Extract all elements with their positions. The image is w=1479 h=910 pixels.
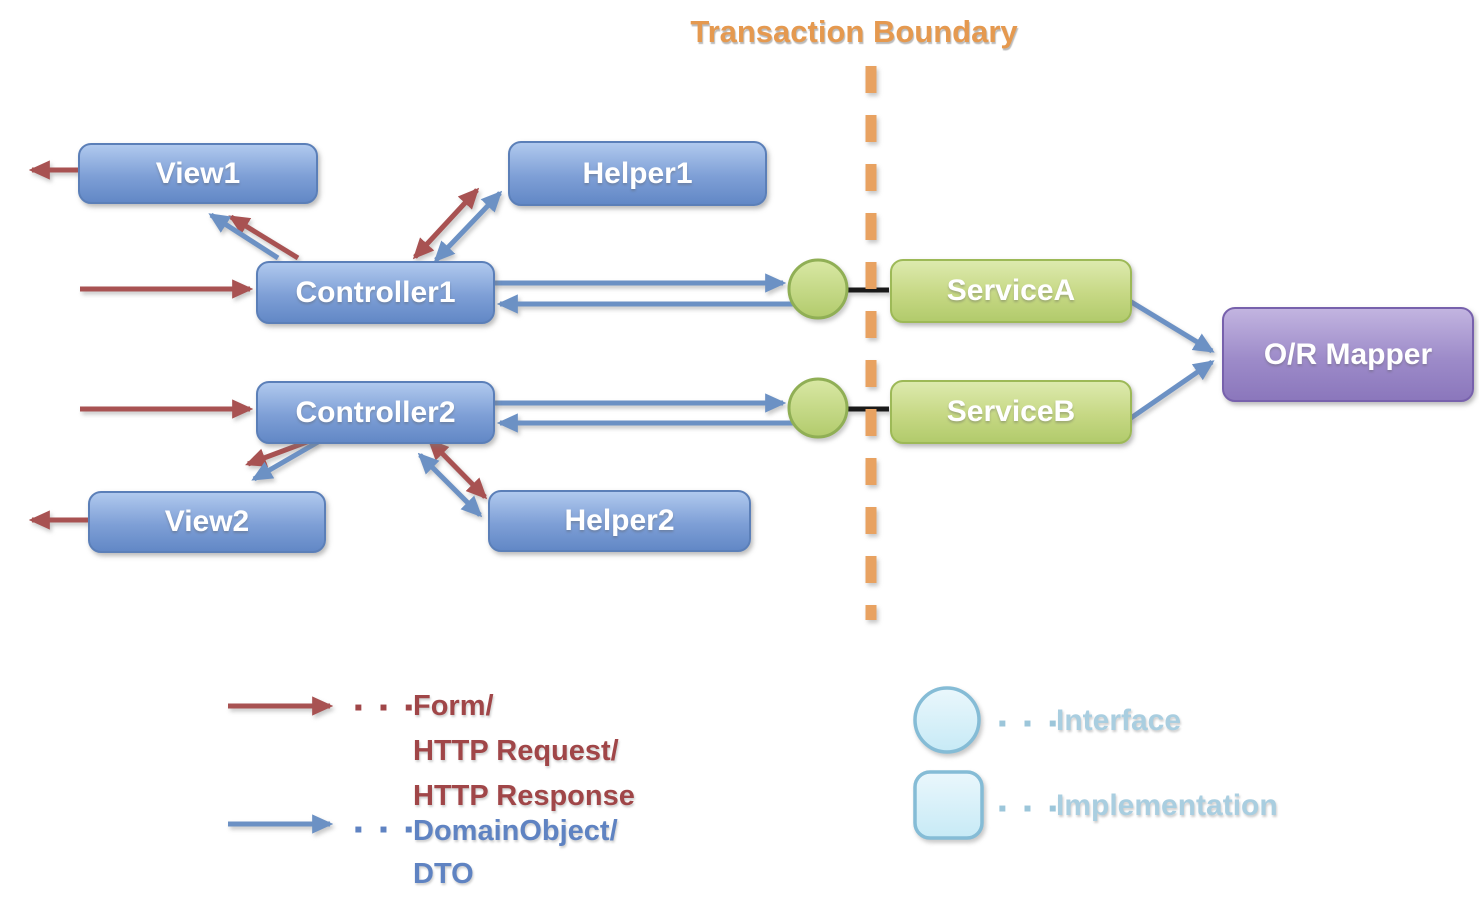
arrow-servicea-ormapper xyxy=(1126,297,1215,354)
arrow-controller1-helper1-blue xyxy=(433,190,503,263)
legend-implementation-label: Implementation xyxy=(1056,789,1278,822)
node-helper1: Helper1 xyxy=(508,141,767,206)
transaction-boundary-title: Transaction Boundary xyxy=(690,14,1018,49)
arrow-controller2-helper2-red xyxy=(427,438,488,500)
legend-blue-leader-dots: ▪ ▪ ▪ xyxy=(354,816,418,843)
node-serviceb: ServiceB xyxy=(890,380,1132,444)
legend-interface-circle xyxy=(913,686,981,754)
legend-blue-line-1: DomainObject/ xyxy=(413,815,618,847)
arrow-serviceb-ormapper xyxy=(1126,359,1215,423)
legend-implementation-leader-dots: ▪ ▪ ▪ xyxy=(998,795,1062,822)
interface-circle-servicea xyxy=(787,258,849,320)
legend-red-leader-dots: ▪ ▪ ▪ xyxy=(354,694,418,721)
legend-red-line-2: HTTP Request/ xyxy=(413,735,619,767)
node-controller2: Controller2 xyxy=(256,381,495,444)
node-ormapper: O/R Mapper xyxy=(1222,307,1474,402)
legend-red-line-1: Form/ xyxy=(413,690,494,722)
node-controller1: Controller1 xyxy=(256,261,495,324)
node-view1: View1 xyxy=(78,143,318,204)
legend-interface-label: Interface xyxy=(1056,704,1182,737)
legend-implementation-square xyxy=(913,770,984,840)
legend-blue-label: DomainObject/ DTO xyxy=(413,810,618,896)
arrow-controller2-view2-blue xyxy=(251,439,320,482)
legend-interface-leader-dots: ▪ ▪ ▪ xyxy=(998,710,1062,737)
arrow-controller2-view2-red xyxy=(245,437,313,467)
legend-blue-line-2: DTO xyxy=(413,858,474,890)
node-helper2: Helper2 xyxy=(488,490,751,552)
arrow-controller2-helper2-blue xyxy=(417,452,483,518)
node-servicea: ServiceA xyxy=(890,259,1132,323)
legend-red-label: Form/ HTTP Request/ HTTP Response xyxy=(413,684,635,819)
legend-red-line-3: HTTP Response xyxy=(413,780,635,812)
arrow-controller1-view1-blue xyxy=(208,212,280,261)
node-view2: View2 xyxy=(88,491,326,553)
interface-circle-serviceb xyxy=(787,377,849,439)
arrow-controller1-view1-red xyxy=(228,214,300,261)
